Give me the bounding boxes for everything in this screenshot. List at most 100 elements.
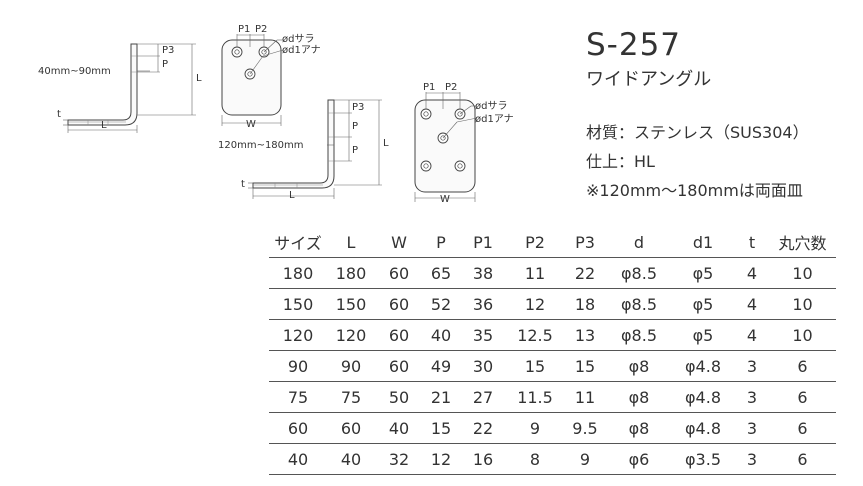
dim-p-label: P xyxy=(352,121,358,132)
front-view-large-drawing: P1 P2 ødサラ ød1アナ W xyxy=(414,82,514,205)
table-cell: 10 xyxy=(769,257,836,289)
table-cell: 150 xyxy=(269,288,327,320)
dim-p-label: P xyxy=(352,145,358,156)
table-cell: 22 xyxy=(563,257,607,289)
table-cell: 180 xyxy=(269,257,327,289)
hole-d1-label: ød1アナ xyxy=(475,113,514,125)
table-cell: 60 xyxy=(375,288,423,320)
table-cell: 65 xyxy=(423,257,459,289)
table-cell: 12.5 xyxy=(507,319,563,351)
table-cell: 9.5 xyxy=(563,412,607,444)
table-cell: 11 xyxy=(507,257,563,289)
column-header: d1 xyxy=(671,227,735,258)
table-cell: 6 xyxy=(769,350,836,382)
hole-d-label: ødサラ xyxy=(282,33,314,45)
range-label-large: 120mm~180mm xyxy=(218,140,304,151)
table-cell: 10 xyxy=(769,288,836,320)
table-cell: 52 xyxy=(423,288,459,320)
dim-p1-label: P1 xyxy=(423,82,435,93)
table-cell: φ5 xyxy=(671,288,735,320)
table-cell: 4 xyxy=(735,319,769,351)
table-cell: 12 xyxy=(507,288,563,320)
column-header: W xyxy=(375,227,423,258)
double-countersink-note: ※120mm～180mmは両面皿 xyxy=(586,181,803,200)
table-cell: 6 xyxy=(769,381,836,413)
dim-w-label: W xyxy=(246,119,256,130)
table-cell: φ4.8 xyxy=(671,412,735,444)
table-cell: φ8 xyxy=(607,381,671,413)
table-cell: φ8 xyxy=(607,412,671,444)
table-cell: φ3.5 xyxy=(671,443,735,475)
table-cell: φ5 xyxy=(671,257,735,289)
column-header: サイズ xyxy=(269,227,327,258)
table-cell: φ4.8 xyxy=(671,381,735,413)
table-cell: φ6 xyxy=(607,443,671,475)
dim-p3-label: P3 xyxy=(162,45,174,56)
table-cell: 15 xyxy=(563,350,607,382)
table-cell: 8 xyxy=(507,443,563,475)
column-header: t xyxy=(735,227,769,258)
column-header: d xyxy=(607,227,671,258)
table-cell: 22 xyxy=(459,412,507,444)
table-cell: 90 xyxy=(269,350,327,382)
table-cell: 90 xyxy=(327,350,375,382)
dim-l-bottom-label: L xyxy=(101,120,107,131)
table-cell: 3 xyxy=(735,350,769,382)
table-cell: 9 xyxy=(563,443,607,475)
table-cell: 60 xyxy=(327,412,375,444)
table-cell: 40 xyxy=(375,412,423,444)
front-view-small-drawing: P1 P2 ødサラ ød1アナ W xyxy=(221,24,321,130)
dim-t-label: t xyxy=(57,109,61,120)
product-name: ワイドアングル xyxy=(586,69,712,90)
table-cell: 21 xyxy=(423,381,459,413)
side-view-large-drawing: 120mm~180mm P3 P P L t L xyxy=(218,99,389,201)
range-label-small: 40mm~90mm xyxy=(38,66,111,77)
finish-spec: 仕上：HL xyxy=(586,152,655,171)
table-cell: 40 xyxy=(423,319,459,351)
table-cell: 3 xyxy=(735,443,769,475)
table-cell: 60 xyxy=(269,412,327,444)
table-cell: 30 xyxy=(459,350,507,382)
table-cell: 38 xyxy=(459,257,507,289)
table-cell: 16 xyxy=(459,443,507,475)
table-cell: 60 xyxy=(375,257,423,289)
table-cell: 4 xyxy=(735,288,769,320)
column-header: L xyxy=(327,227,375,258)
side-view-small-drawing: 40mm~90mm P3 P L t L xyxy=(38,43,202,133)
table-cell: 32 xyxy=(375,443,423,475)
table-cell: 15 xyxy=(423,412,459,444)
table-cell: φ4.8 xyxy=(671,350,735,382)
column-header: P1 xyxy=(459,227,507,258)
table-cell: 11.5 xyxy=(507,381,563,413)
dim-w-label: W xyxy=(440,194,450,205)
table-cell: 75 xyxy=(327,381,375,413)
table-cell: 120 xyxy=(327,319,375,351)
table-cell: 60 xyxy=(375,350,423,382)
dim-p-label: P xyxy=(162,59,168,70)
table-cell: 75 xyxy=(269,381,327,413)
table-cell: 18 xyxy=(563,288,607,320)
table-cell: φ8.5 xyxy=(607,319,671,351)
table-cell: φ5 xyxy=(671,319,735,351)
dim-t-label: t xyxy=(241,179,245,190)
table-cell: 49 xyxy=(423,350,459,382)
table-cell: 35 xyxy=(459,319,507,351)
table-cell: 3 xyxy=(735,381,769,413)
table-cell: 15 xyxy=(507,350,563,382)
table-cell: 60 xyxy=(375,319,423,351)
table-cell: 13 xyxy=(563,319,607,351)
product-code: S-257 xyxy=(586,27,682,63)
hole-d-label: ødサラ xyxy=(475,100,507,112)
hole-d1-label: ød1アナ xyxy=(282,44,321,56)
dim-p2-label: P2 xyxy=(445,82,457,93)
table-cell: 6 xyxy=(769,443,836,475)
dim-p2-label: P2 xyxy=(255,24,267,35)
table-cell: 36 xyxy=(459,288,507,320)
